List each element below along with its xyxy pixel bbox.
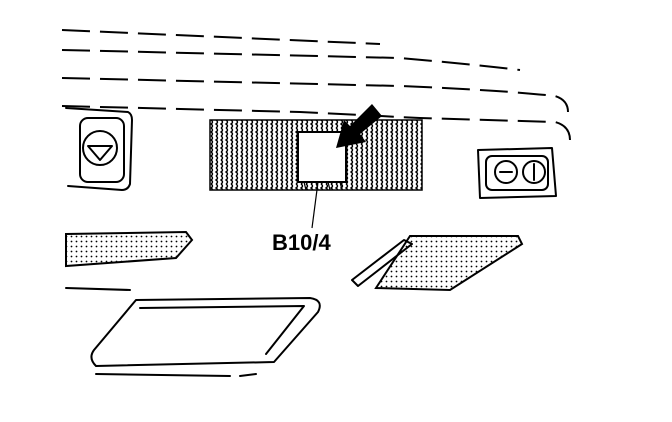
lower-trim — [90, 297, 321, 377]
pointer-arrow — [336, 104, 382, 148]
right-panel — [351, 235, 524, 292]
callout-label-b10-4: B10/4 — [272, 230, 331, 255]
sensor-b10-4 — [297, 131, 347, 191]
dashboard-outline — [61, 29, 571, 141]
callout-leader — [311, 181, 319, 229]
hazard-switch — [65, 107, 133, 191]
right-switch — [477, 147, 557, 199]
left-panel — [65, 230, 194, 291]
